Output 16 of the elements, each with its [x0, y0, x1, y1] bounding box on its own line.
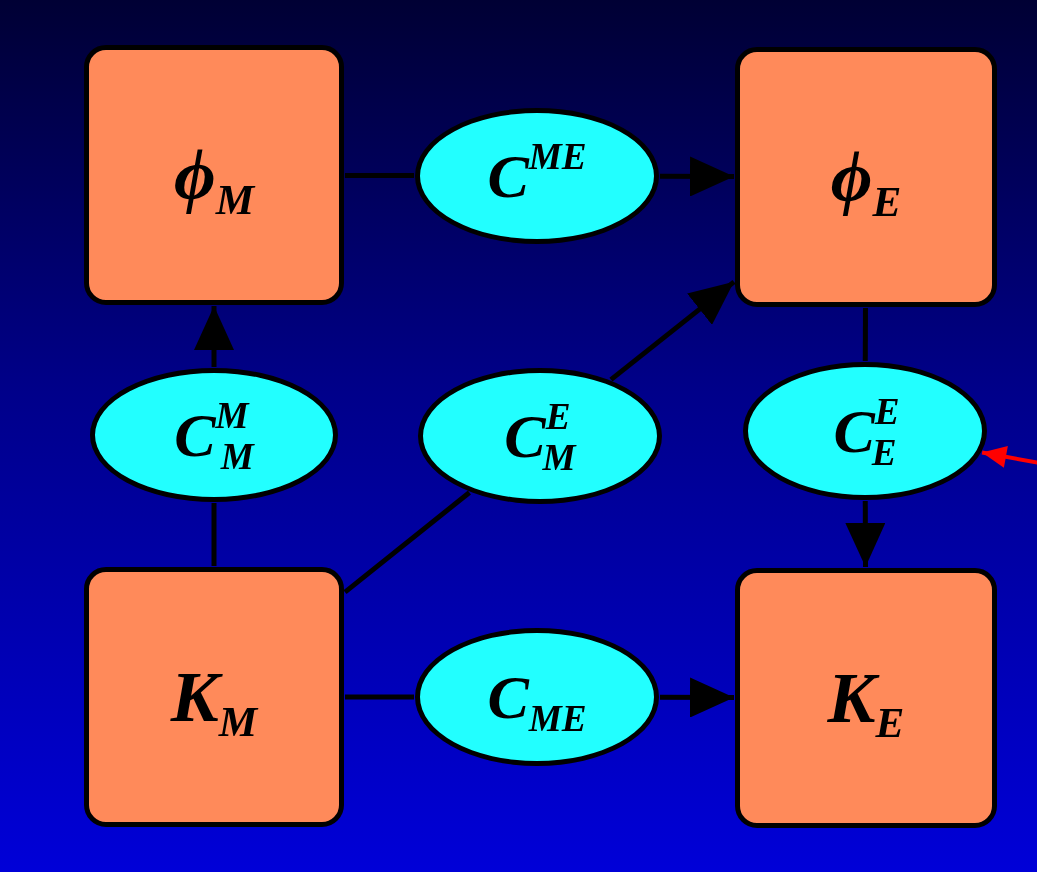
connector-line	[343, 490, 471, 595]
arrow	[981, 446, 1037, 468]
arrow	[660, 156, 734, 197]
arrow	[845, 501, 886, 567]
state-box	[84, 567, 344, 827]
arrow	[194, 306, 234, 367]
arrow	[609, 279, 736, 382]
connector-line	[345, 694, 414, 700]
math-label: C$^{ME}$	[487, 145, 587, 207]
state-box	[735, 568, 997, 828]
connector-line	[211, 503, 217, 566]
state-box	[84, 45, 344, 305]
connector-line	[345, 172, 414, 179]
arrow	[660, 677, 734, 718]
state-box	[735, 47, 997, 307]
connector-line	[862, 308, 868, 361]
